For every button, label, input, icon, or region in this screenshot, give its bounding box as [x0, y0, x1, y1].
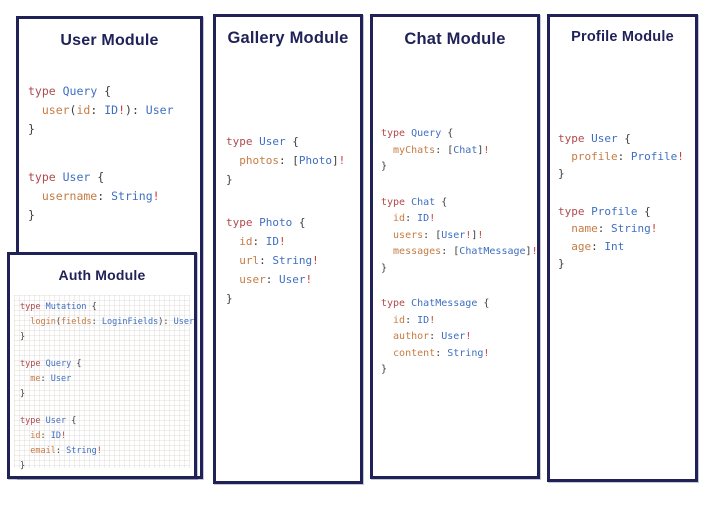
- code-line: }: [226, 173, 233, 186]
- code-line: login(fields: LoginFields): User: [20, 317, 195, 327]
- module-gallery: Gallery Module type User { photos: [Phot…: [213, 14, 363, 484]
- code-area-auth: type Mutation { login(fields: LoginField…: [14, 295, 195, 471]
- code-line: user: User!: [226, 273, 313, 286]
- code-line: }: [381, 364, 388, 375]
- code-line: type Profile {: [558, 204, 651, 218]
- code-line: photos: [Photo]!: [226, 154, 346, 167]
- code-line: user(id: ID!): User: [28, 103, 174, 117]
- code-line: age: Int: [558, 239, 625, 253]
- code-block: type User { profile: Profile!}: [558, 130, 693, 183]
- code-line: author: User!: [381, 331, 472, 342]
- code-line: id: ID!: [226, 235, 286, 248]
- code-line: }: [558, 167, 565, 180]
- code-line: profile: Profile!: [558, 149, 684, 163]
- code-block: type User { id: ID! email: String!}: [20, 414, 184, 474]
- code-line: }: [28, 208, 35, 222]
- code-line: id: ID!: [20, 431, 67, 441]
- code-area-gallery: type User { photos: [Photo]!}type Photo …: [226, 132, 358, 308]
- code-line: }: [20, 461, 26, 471]
- module-title-user: User Module: [60, 32, 159, 49]
- code-line: email: String!: [20, 446, 102, 456]
- code-line: type Mutation {: [20, 302, 97, 312]
- code-block: type Chat { id: ID! users: [User!]! mess…: [381, 195, 538, 278]
- code-line: }: [381, 161, 388, 172]
- code-line: type User {: [558, 132, 631, 145]
- module-chat: Chat Module type Query { myChats: [Chat]…: [370, 14, 540, 479]
- code-block: type Photo { id: ID! url: String! user: …: [226, 213, 358, 308]
- code-line: }: [20, 389, 26, 399]
- code-line: type Query {: [381, 128, 454, 139]
- code-line: name: String!: [558, 222, 658, 235]
- code-block: type User { photos: [Photo]!}: [226, 132, 358, 189]
- code-block: type Mutation { login(fields: LoginField…: [20, 300, 195, 345]
- code-line: type Photo {: [226, 216, 306, 229]
- code-line: content: String!: [381, 347, 490, 359]
- code-line: me: User: [20, 374, 72, 384]
- code-block: type Query { myChats: [Chat]!}: [381, 126, 535, 176]
- code-line: }: [226, 292, 233, 305]
- module-title-profile: Profile Module: [571, 29, 674, 45]
- module-auth: Auth Module type Mutation { login(fields…: [7, 252, 197, 479]
- code-line: url: String!: [226, 254, 319, 267]
- code-line: type Query {: [20, 359, 82, 369]
- code-line: id: ID!: [381, 314, 436, 326]
- code-block: type Query { me: User}: [20, 357, 184, 402]
- code-line: type User {: [28, 170, 105, 184]
- code-block: type ChatMessage { id: ID! author: User!…: [381, 296, 535, 379]
- code-line: type ChatMessage {: [381, 298, 490, 309]
- code-line: type User {: [20, 416, 77, 426]
- code-line: type User {: [226, 135, 299, 148]
- code-line: type Chat {: [381, 196, 448, 208]
- module-title-chat: Chat Module: [404, 30, 506, 48]
- code-line: myChats: [Chat]!: [381, 144, 490, 156]
- code-block: type User { username: String!}: [28, 168, 198, 225]
- code-line: users: [User!]!: [381, 229, 484, 241]
- code-area-profile: type User { profile: Profile!}type Profi…: [558, 130, 693, 273]
- code-line: }: [558, 257, 565, 270]
- code-line: }: [381, 262, 388, 274]
- module-profile: Profile Module type User { profile: Prof…: [547, 14, 698, 482]
- code-line: type Query {: [28, 84, 112, 98]
- code-line: id: ID!: [381, 213, 436, 224]
- code-line: }: [28, 122, 35, 136]
- module-title-gallery: Gallery Module: [227, 29, 349, 47]
- code-line: username: String!: [28, 189, 160, 203]
- code-block: type Profile { name: String! age: Int}: [558, 203, 693, 273]
- code-area-chat: type Query { myChats: [Chat]!}type Chat …: [381, 126, 538, 379]
- code-block: type Query { user(id: ID!): User}: [28, 82, 198, 139]
- module-title-auth: Auth Module: [58, 267, 146, 283]
- code-area-user: type Query { user(id: ID!): User}type Us…: [28, 82, 198, 225]
- code-line: }: [20, 332, 26, 342]
- code-line: messages: [ChatMessage]!: [381, 246, 538, 257]
